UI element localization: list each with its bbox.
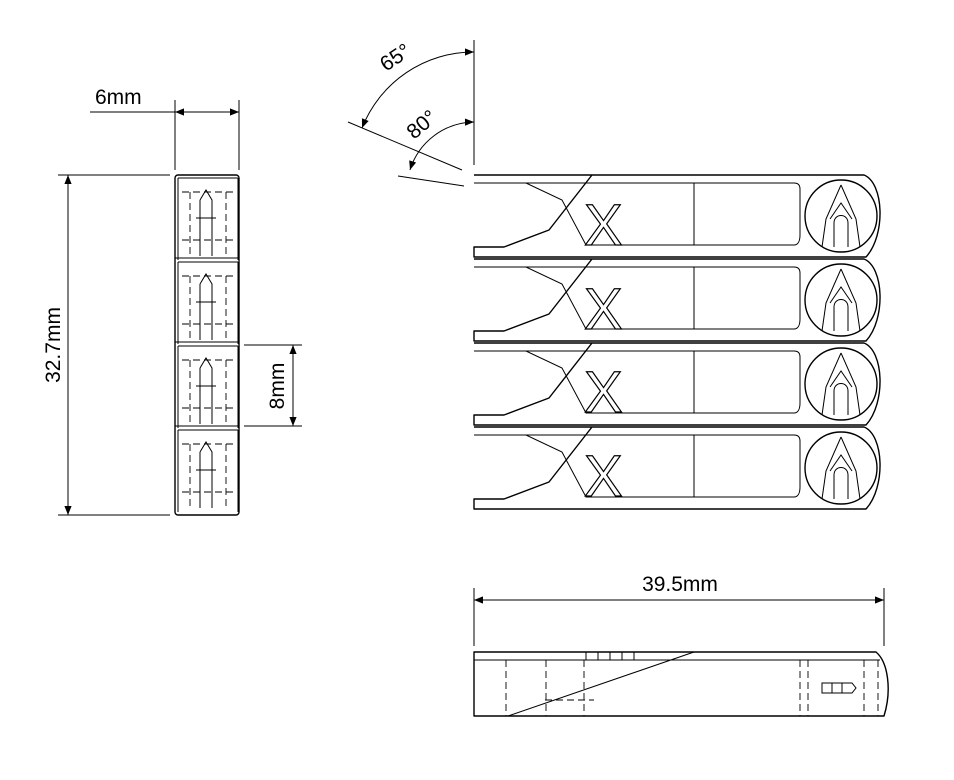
width-label: 6mm <box>95 86 142 109</box>
marking-x-4: X <box>584 444 623 509</box>
length-dimension: 39.5mm <box>473 573 885 646</box>
height-label: 32.7mm <box>42 307 65 383</box>
width-dimension: 6mm <box>90 86 240 170</box>
front-view <box>473 174 881 510</box>
bottom-view <box>473 651 889 717</box>
part-markings: X X X X <box>583 192 623 509</box>
side-view <box>174 174 240 516</box>
marking-x-1: X <box>584 193 623 258</box>
pitch-label: 8mm <box>266 363 289 410</box>
angle-inner-label: 80° <box>402 106 441 144</box>
pitch-dimension: 8mm <box>244 344 302 427</box>
length-label: 39.5mm <box>642 573 718 596</box>
height-dimension: 32.7mm <box>42 174 170 516</box>
marking-x-2: X <box>584 277 623 342</box>
marking-x-3: X <box>584 360 623 425</box>
angle-dimensions: 65° 80° <box>347 39 475 187</box>
